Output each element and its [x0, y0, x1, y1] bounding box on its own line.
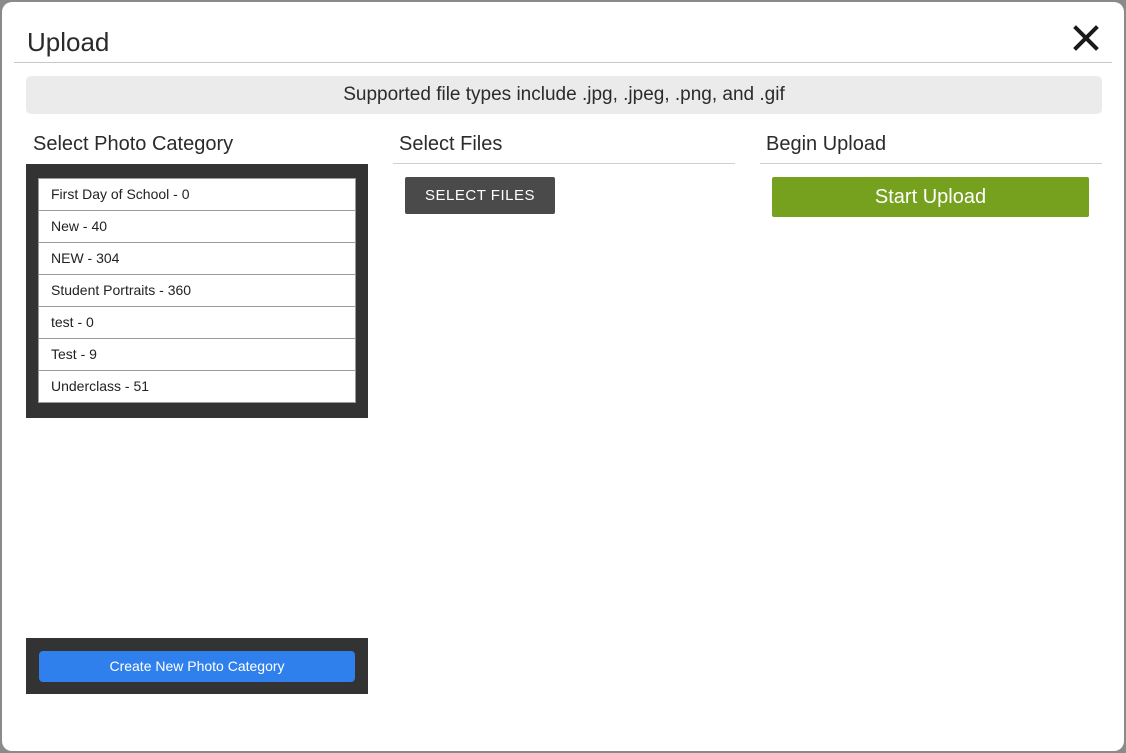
category-list-item[interactable]: New - 40: [38, 210, 356, 242]
category-list-item[interactable]: NEW - 304: [38, 242, 356, 274]
select-files-heading: Select Files: [399, 133, 503, 155]
title-divider: [14, 62, 1112, 63]
category-list-item[interactable]: Student Portraits - 360: [38, 274, 356, 306]
category-list-item[interactable]: test - 0: [38, 306, 356, 338]
begin-upload-heading: Begin Upload: [766, 133, 887, 155]
begin-upload-divider: [760, 163, 1102, 164]
category-list-item[interactable]: First Day of School - 0: [38, 178, 356, 210]
select-files-divider: [393, 163, 735, 164]
select-files-button[interactable]: SELECT FILES: [405, 177, 555, 214]
close-icon: [1073, 25, 1099, 51]
close-button[interactable]: [1072, 24, 1100, 52]
category-list-item[interactable]: Underclass - 51: [38, 370, 356, 403]
create-category-button[interactable]: Create New Photo Category: [39, 651, 355, 682]
dialog-title: Upload: [27, 27, 110, 57]
create-category-panel: Create New Photo Category: [26, 638, 368, 694]
start-upload-button[interactable]: Start Upload: [772, 177, 1089, 217]
file-types-notice: Supported file types include .jpg, .jpeg…: [26, 76, 1102, 114]
category-heading: Select Photo Category: [33, 133, 234, 155]
category-list-item[interactable]: Test - 9: [38, 338, 356, 370]
